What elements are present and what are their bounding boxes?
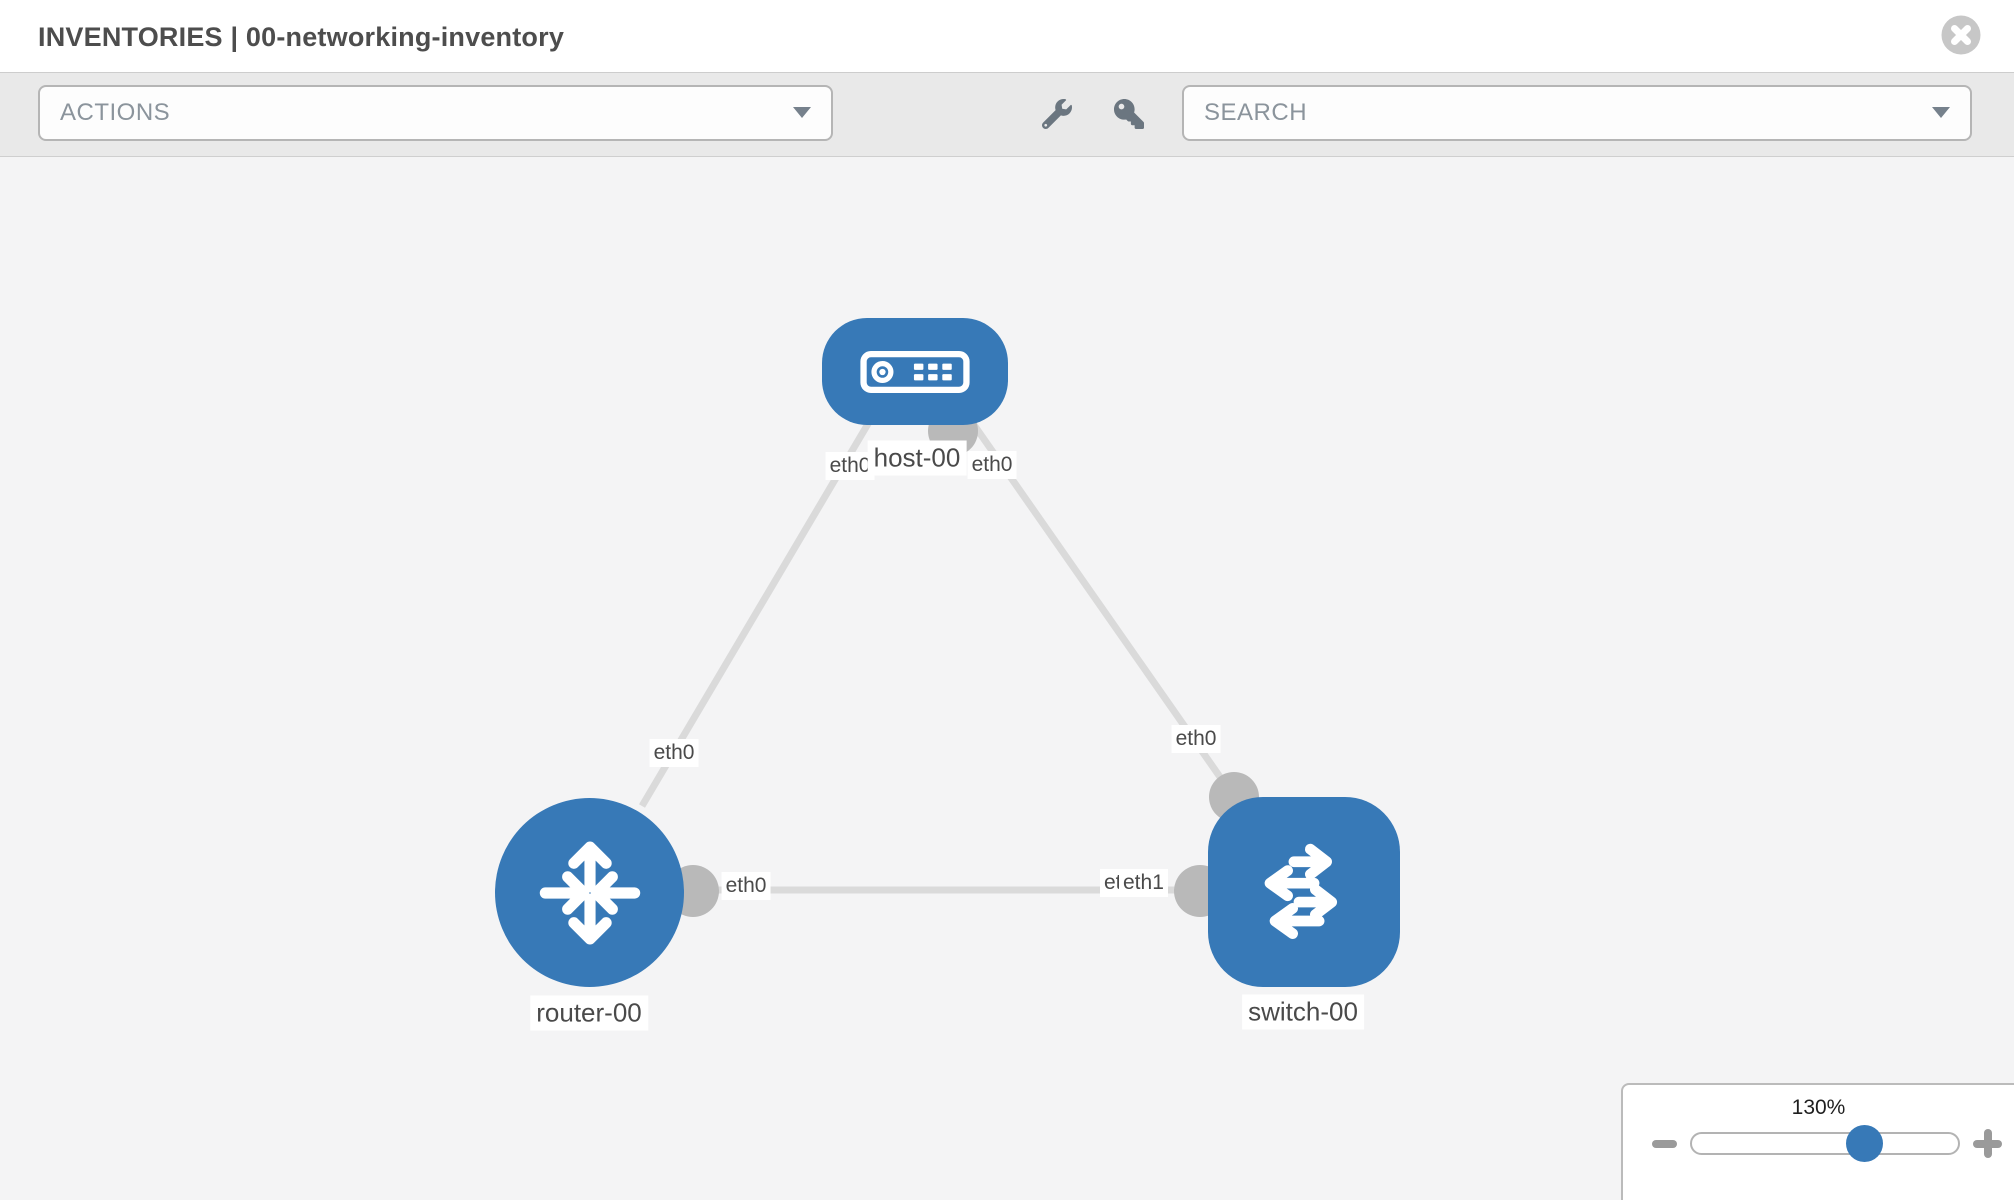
node-label-router: router-00 [530, 995, 648, 1031]
router-icon [539, 841, 640, 944]
iface-label-switch-to-host: eth0 [1171, 725, 1221, 753]
credentials-button[interactable] [1112, 99, 1146, 133]
iface-label-router-to-host: eth0 [649, 739, 699, 767]
key-icon [1114, 99, 1144, 129]
chevron-down-icon [793, 107, 811, 118]
node-router-00[interactable] [495, 798, 684, 987]
search-dropdown[interactable]: SEARCH [1182, 85, 1972, 141]
iface-label-host-to-router: eth0 [825, 452, 875, 480]
zoom-in-button[interactable] [1973, 1129, 2002, 1158]
zoom-panel: 130% [1621, 1083, 2014, 1200]
wrench-icon [1041, 99, 1072, 130]
iface-label-router-to-switch: eth0 [721, 872, 771, 900]
zoom-slider-track[interactable] [1690, 1132, 1960, 1155]
node-label-switch: switch-00 [1242, 994, 1364, 1030]
host-icon [860, 350, 970, 393]
node-switch-00[interactable] [1208, 797, 1400, 987]
switch-icon [1264, 843, 1338, 939]
actions-dropdown[interactable]: ACTIONS [38, 85, 833, 141]
search-dropdown-label: SEARCH [1204, 99, 1308, 126]
node-host-00[interactable] [822, 318, 1008, 425]
close-circle-icon [1941, 15, 1981, 55]
configure-button[interactable] [1040, 99, 1074, 133]
iface-label-host-to-switch: eth0 [967, 451, 1017, 479]
chevron-down-icon [1932, 107, 1950, 118]
node-label-host: host-00 [867, 440, 967, 476]
actions-dropdown-label: ACTIONS [60, 99, 171, 126]
toolbar-tools [1040, 73, 1146, 158]
page-title: INVENTORIES | 00-networking-inventory [38, 22, 565, 52]
zoom-slider-handle[interactable] [1846, 1125, 1883, 1162]
header: INVENTORIES | 00-networking-inventory [0, 0, 2014, 72]
zoom-out-button[interactable] [1652, 1140, 1677, 1148]
iface-label-switch-to-router: eth1 [1119, 869, 1168, 897]
zoom-level: 130% [1791, 1096, 1846, 1119]
close-button[interactable] [1941, 15, 1981, 55]
toolbar: ACTIONS SEARCH [0, 72, 2014, 157]
